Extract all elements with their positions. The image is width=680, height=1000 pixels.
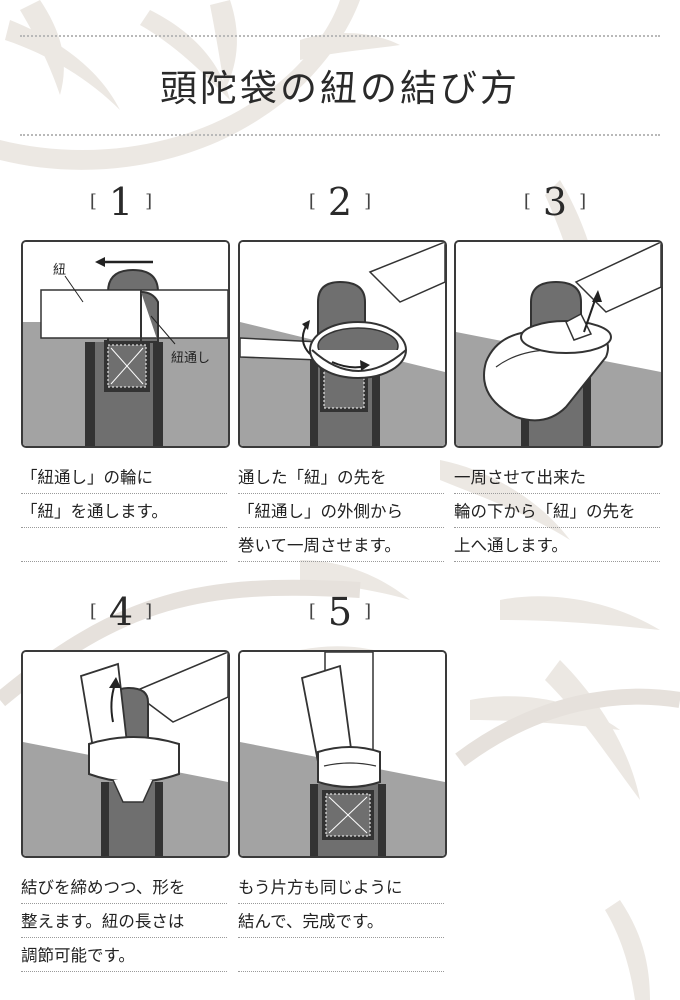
label-himo: 紐	[53, 263, 66, 278]
step-1-illustration: 紐 紐通し	[21, 240, 230, 448]
title-divider	[20, 134, 660, 136]
step-2-number: [2]	[308, 180, 372, 224]
step-2-figure	[240, 242, 445, 446]
caption-line: 結びを締めつつ、形を	[21, 870, 227, 904]
caption-line	[21, 528, 227, 562]
page-title: 頭陀袋の紐の結び方	[160, 67, 520, 110]
caption-line: 上へ通します。	[454, 528, 660, 562]
step-2-caption: 通した「紐」の先を 「紐通し」の外側から 巻いて一周させます。	[238, 460, 444, 562]
caption-line	[238, 938, 444, 972]
step-2-illustration	[238, 240, 447, 448]
step-5-caption: もう片方も同じように 結んで、完成です。	[238, 870, 444, 972]
step-3-illustration	[454, 240, 663, 448]
caption-line: 一周させて出来た	[454, 460, 660, 494]
step-5-number: [5]	[308, 590, 372, 634]
top-divider	[20, 35, 660, 37]
label-himodoshi: 紐通し	[171, 351, 210, 366]
caption-line: もう片方も同じように	[238, 870, 444, 904]
caption-line: 輪の下から「紐」の先を	[454, 494, 660, 528]
step-5-illustration	[238, 650, 447, 858]
caption-line: 整えます。紐の長さは	[21, 904, 227, 938]
step-3-number: [3]	[523, 180, 587, 224]
caption-line: 「紐通し」の外側から	[238, 494, 444, 528]
step-1-number: [1]	[89, 180, 153, 224]
step-3-figure	[456, 242, 661, 446]
caption-line: 「紐」を通します。	[21, 494, 227, 528]
step-1-figure: 紐 紐通し	[23, 242, 228, 446]
caption-line: 通した「紐」の先を	[238, 460, 444, 494]
step-3-caption: 一周させて出来た 輪の下から「紐」の先を 上へ通します。	[454, 460, 660, 562]
caption-line: 巻いて一周させます。	[238, 528, 444, 562]
step-1-caption: 「紐通し」の輪に 「紐」を通します。	[21, 460, 227, 562]
step-4-illustration	[21, 650, 230, 858]
caption-line: 結んで、完成です。	[238, 904, 444, 938]
step-5-figure	[240, 652, 445, 856]
step-4-caption: 結びを締めつつ、形を 整えます。紐の長さは 調節可能です。	[21, 870, 227, 972]
caption-line: 「紐通し」の輪に	[21, 460, 227, 494]
step-4-figure	[23, 652, 228, 856]
caption-line: 調節可能です。	[21, 938, 227, 972]
step-4-number: [4]	[89, 590, 153, 634]
